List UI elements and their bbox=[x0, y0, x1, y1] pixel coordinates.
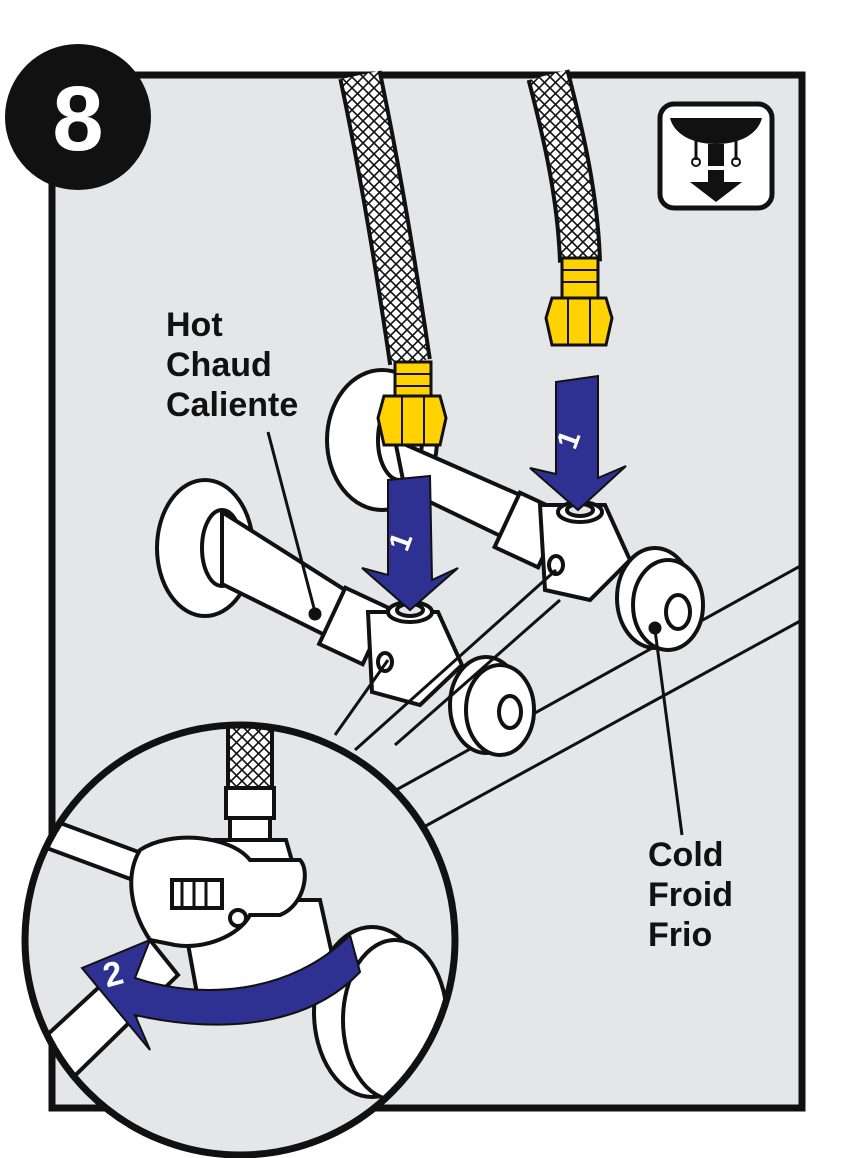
leader-lines bbox=[266, 431, 684, 836]
hot-label-en: Hot bbox=[166, 306, 223, 344]
step-number: 8 bbox=[52, 68, 103, 170]
tighten-arrow bbox=[80, 933, 362, 1051]
hot-label-es: Caliente bbox=[166, 386, 298, 424]
cold-hose-ferrule bbox=[560, 256, 600, 300]
hot-label: Hot Chaud Caliente bbox=[166, 306, 298, 424]
front-valve-handle bbox=[448, 655, 536, 757]
cold-label-es: Frio bbox=[648, 916, 712, 954]
cold-label-fr: Froid bbox=[648, 876, 733, 914]
wall-edge-lines bbox=[359, 563, 802, 842]
push-arrow-right: 1 bbox=[529, 374, 627, 512]
cold-supply-hose bbox=[526, 69, 614, 347]
hot-supply-hose bbox=[338, 70, 432, 366]
hot-label-fr: Chaud bbox=[166, 346, 272, 384]
step-badge: 8 bbox=[5, 44, 151, 190]
push-arrow-left: 1 bbox=[361, 474, 459, 612]
zoom-detail: 2 bbox=[21, 721, 459, 1158]
cold-label-en: Cold bbox=[648, 836, 724, 874]
cold-hose-nut bbox=[544, 296, 614, 347]
front-shutoff-valve bbox=[155, 478, 465, 708]
sink-supply-line-icon bbox=[657, 101, 775, 211]
cold-label: Cold Froid Frio bbox=[648, 836, 733, 954]
hot-hose-nut bbox=[376, 360, 448, 447]
